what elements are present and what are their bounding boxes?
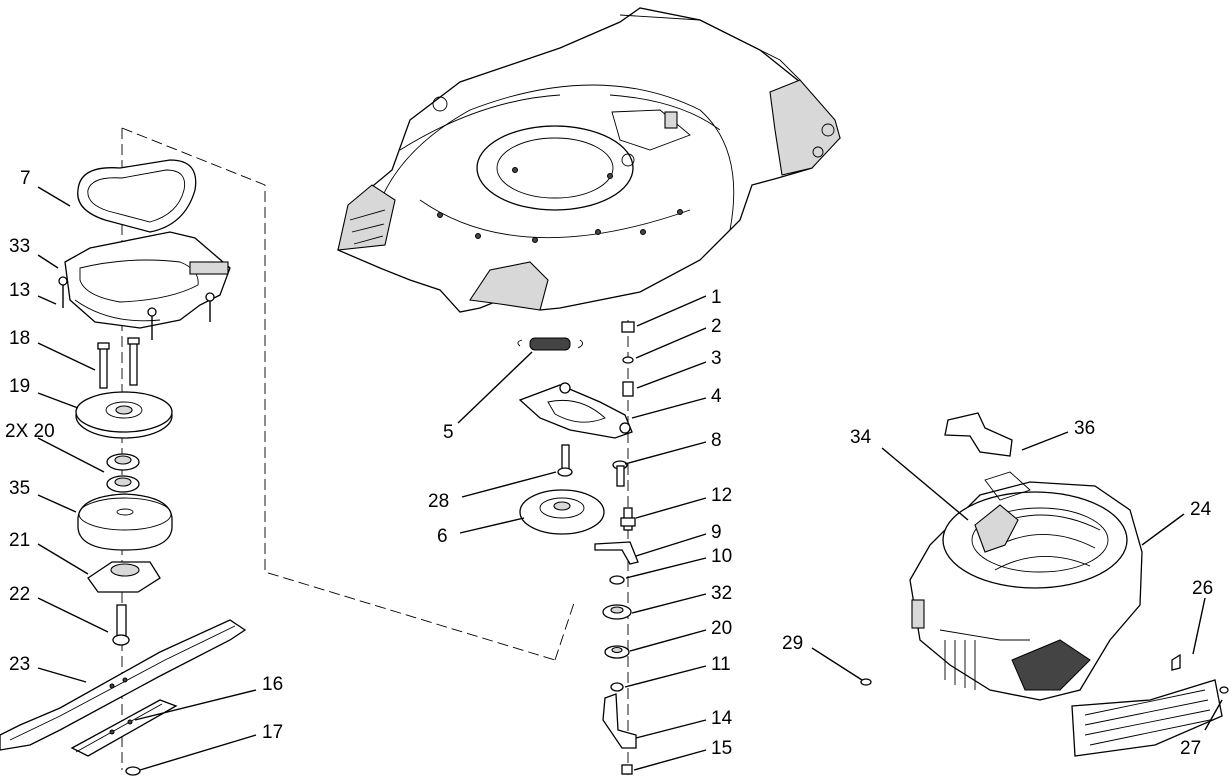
callout-9: 9 <box>711 522 722 543</box>
spacer-11 <box>610 682 624 692</box>
callout-19: 19 <box>9 376 30 397</box>
spring-5 <box>517 337 583 351</box>
belt-cover <box>64 231 231 329</box>
callout-15: 15 <box>711 738 732 759</box>
callout-2: 2 <box>711 316 722 337</box>
callout-11: 11 <box>711 654 731 675</box>
washer-10 <box>609 575 625 585</box>
callout-2x20: 2X 20 <box>5 421 55 442</box>
callout-16: 16 <box>262 674 283 695</box>
callout-34: 34 <box>850 427 872 448</box>
callout-24: 24 <box>1190 499 1212 520</box>
arm-14 <box>602 693 637 749</box>
callout-23: 23 <box>9 654 30 675</box>
blade-23 <box>0 619 247 751</box>
bearings-20-left <box>106 453 140 493</box>
callout-26: 26 <box>1192 578 1213 599</box>
spacer-3 <box>622 381 634 397</box>
callout-4: 4 <box>711 386 722 407</box>
bracket-9 <box>594 541 639 565</box>
callout-14: 14 <box>711 708 733 729</box>
callout-27: 27 <box>1180 738 1201 759</box>
nut-1 <box>621 321 635 333</box>
nut-17 <box>125 766 141 776</box>
callout-20: 20 <box>711 618 732 639</box>
callout-10: 10 <box>711 546 732 567</box>
bushing-32 <box>602 604 632 620</box>
stiffener-16 <box>70 699 178 757</box>
pulley-19 <box>75 391 173 439</box>
nut-15 <box>621 764 633 775</box>
callout-6: 6 <box>437 526 448 547</box>
callout-3: 3 <box>711 348 722 369</box>
callout-13: 13 <box>9 280 30 301</box>
decal-36 <box>944 412 1013 457</box>
callout-labels: 7 33 13 18 19 2X 20 35 21 22 23 16 17 1 … <box>5 168 1213 759</box>
callout-32: 32 <box>711 583 732 604</box>
drive-belt <box>77 159 197 233</box>
callout-17: 17 <box>262 722 283 743</box>
bolt-28 <box>557 444 573 477</box>
callout-1: 1 <box>711 287 722 308</box>
callout-21: 21 <box>9 530 30 551</box>
callout-36: 36 <box>1074 418 1095 439</box>
blade-bolt-22 <box>112 604 130 646</box>
washer-2 <box>622 356 634 364</box>
leader-lines <box>37 186 1223 771</box>
pin-8 <box>612 460 628 487</box>
callout-18: 18 <box>9 328 30 349</box>
screws-13 <box>58 276 215 340</box>
plate-4 <box>518 382 633 439</box>
callout-7: 7 <box>20 168 31 189</box>
guard-26 <box>1071 653 1223 757</box>
bolts-18 <box>97 337 140 389</box>
engine-34 <box>909 471 1143 701</box>
screw-29 <box>860 678 872 686</box>
bearing-20 <box>604 645 630 659</box>
pulley-35 <box>77 493 173 551</box>
mower-deck <box>337 7 841 313</box>
adapter-21 <box>87 561 161 593</box>
shoulder-bolt-12 <box>620 507 636 531</box>
callout-33: 33 <box>9 236 30 257</box>
callout-28: 28 <box>428 491 449 512</box>
callout-22: 22 <box>9 584 30 605</box>
callout-35: 35 <box>9 478 30 499</box>
callout-5: 5 <box>443 422 454 443</box>
callout-8: 8 <box>711 430 722 451</box>
pulley-6 <box>519 489 605 535</box>
callout-12: 12 <box>711 485 732 506</box>
callout-29: 29 <box>782 633 803 654</box>
screw-27 <box>1219 686 1229 694</box>
